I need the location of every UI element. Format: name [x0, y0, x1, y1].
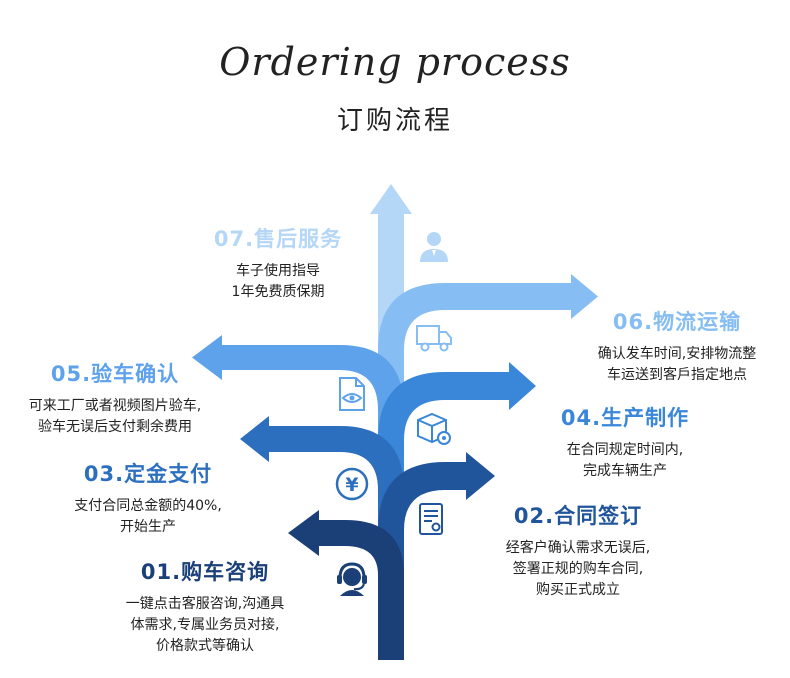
step-05-heading: 05.验车确认 [50, 362, 180, 386]
contract-icon [412, 500, 452, 540]
yen-icon: ¥ [332, 464, 372, 504]
step-04-line-2: 完成车辆生产 [583, 463, 667, 479]
step-02-line-3: 购买正式成立 [536, 582, 620, 598]
step-01-line-1: 一键点击客服咨询,沟通具 [125, 596, 285, 612]
step-06-line-1: 确认发车时间,安排物流整 [597, 346, 757, 362]
step-03-line-1: 支付合同总金额的40%, [74, 498, 222, 514]
step-01-description: 一键点击客服咨询,沟通具 体需求,专属业务员对接, 价格款式等确认 [100, 594, 310, 657]
step-05-line-2: 验车无误后支付剩余费用 [38, 419, 192, 435]
step-05-inspection: 05.验车确认 可来工厂或者视频图片验车, 验车无误后支付剩余费用 [10, 358, 220, 438]
step-02-line-2: 签署正规的购车合同, [512, 561, 644, 577]
step-03-heading: 03.定金支付 [83, 462, 213, 486]
step-02-heading: 02.合同签订 [513, 504, 643, 528]
step-07-line-1: 车子使用指导 [236, 263, 320, 279]
step-03-description: 支付合同总金额的40%, 开始生产 [48, 496, 248, 538]
step-03-deposit: 03.定金支付 支付合同总金额的40%, 开始生产 [48, 458, 248, 538]
box-gear-icon [414, 408, 454, 448]
step-07-after-sales: 07.售后服务 车子使用指导 1年免费质保期 [178, 223, 378, 303]
step-06-line-2: 车运送到客戶指定地点 [607, 367, 747, 383]
step-02-contract: 02.合同签订 经客户确认需求无误后, 签署正规的购车合同, 购买正式成立 [478, 500, 678, 601]
headset-icon [332, 558, 372, 598]
step-01-heading: 01.购车咨询 [140, 560, 270, 584]
step-06-logistics: 06.物流运输 确认发车时间,安排物流整 车运送到客戶指定地点 [572, 306, 782, 386]
step-02-line-1: 经客户确认需求无误后, [505, 540, 651, 556]
title-english: Ordering process [219, 40, 571, 84]
step-05-description: 可来工厂或者视频图片验车, 验车无误后支付剩余费用 [10, 396, 220, 438]
step-02-description: 经客户确认需求无误后, 签署正规的购车合同, 购买正式成立 [478, 538, 678, 601]
step-04-production: 04.生产制作 在合同规定时间内, 完成车辆生产 [530, 402, 720, 482]
step-07-description: 车子使用指导 1年免费质保期 [178, 261, 378, 303]
step-06-description: 确认发车时间,安排物流整 车运送到客戶指定地点 [572, 344, 782, 386]
step-07-line-2: 1年免费质保期 [231, 284, 325, 300]
step-07-heading: 07.售后服务 [213, 227, 343, 251]
title-chinese: 订购流程 [336, 106, 453, 136]
person-icon [414, 226, 454, 266]
svg-text:¥: ¥ [345, 474, 358, 496]
doc-eye-icon [332, 374, 372, 414]
step-06-heading: 06.物流运输 [612, 310, 742, 334]
step-01-consultation: 01.购车咨询 一键点击客服咨询,沟通具 体需求,专属业务员对接, 价格款式等确… [100, 556, 310, 657]
step-04-heading: 04.生产制作 [560, 406, 690, 430]
step-01-line-3: 价格款式等确认 [156, 638, 254, 654]
step-04-description: 在合同规定时间内, 完成车辆生产 [530, 440, 720, 482]
step-03-line-2: 开始生产 [120, 519, 176, 535]
step-04-line-1: 在合同规定时间内, [566, 442, 684, 458]
step-01-line-2: 体需求,专属业务员对接, [130, 617, 280, 633]
step-05-line-1: 可来工厂或者视频图片验车, [28, 398, 202, 414]
arrow-step-1 [288, 510, 404, 660]
truck-icon [414, 318, 454, 358]
